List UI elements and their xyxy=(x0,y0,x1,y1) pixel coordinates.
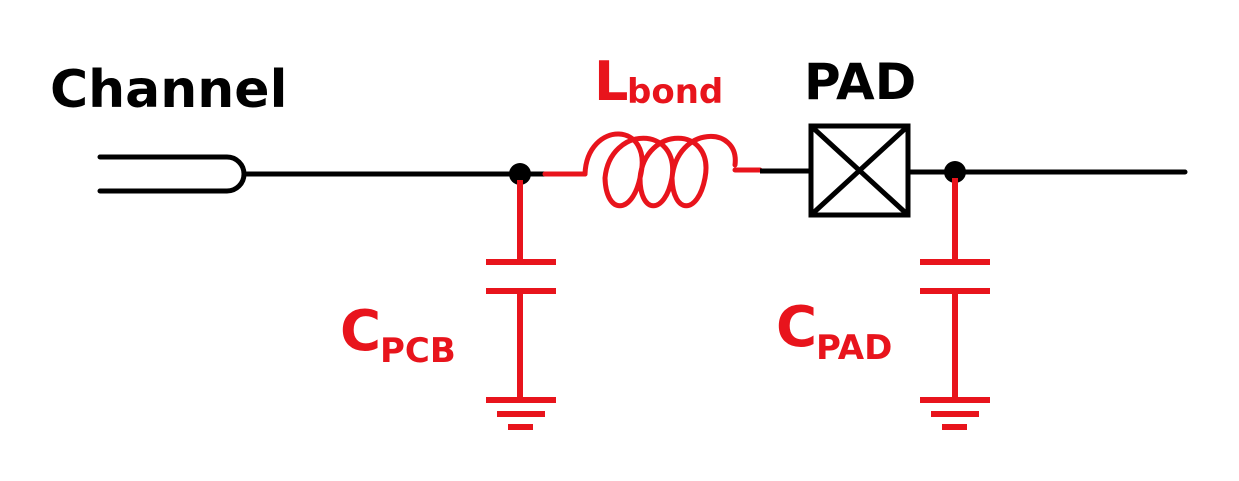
cpad-main-text: C xyxy=(776,295,817,360)
ground-icon xyxy=(486,397,556,430)
pad-label: PAD xyxy=(804,53,916,111)
lbond-main-text: L xyxy=(594,50,628,113)
cpad-label: C PAD xyxy=(776,295,892,368)
channel-label: Channel xyxy=(50,60,287,120)
inductor-icon xyxy=(542,131,763,209)
ground-icon xyxy=(920,397,990,430)
cpcb-main-text: C xyxy=(340,299,381,364)
cpcb-subscript-text: PCB xyxy=(380,331,456,371)
channel-symbol xyxy=(97,154,523,194)
capacitor-pad-icon xyxy=(920,178,990,400)
bond-pad-icon xyxy=(808,123,911,218)
lbond-label: L bond xyxy=(594,50,723,113)
lbond-subscript-text: bond xyxy=(627,72,723,112)
cpcb-label: C PCB xyxy=(340,299,456,371)
node-dot-right xyxy=(944,161,966,183)
capacitor-pcb-icon xyxy=(486,180,556,400)
cpad-subscript-text: PAD xyxy=(816,328,892,368)
